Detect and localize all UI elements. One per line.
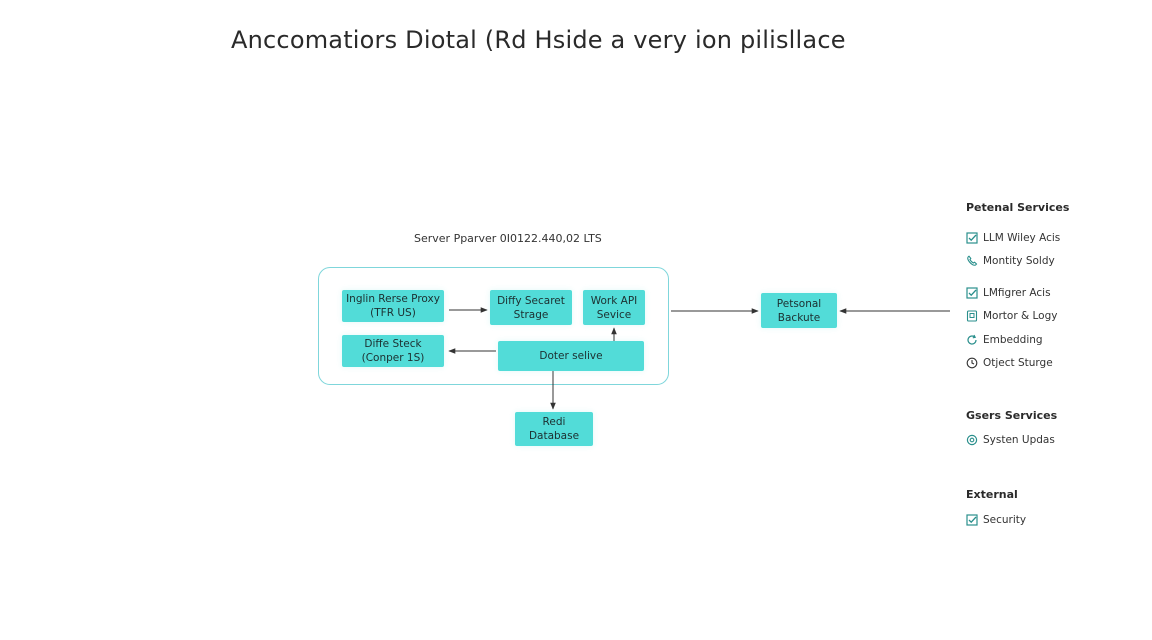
- server-label: Server Pparver 0I0122.440,02 LTS: [414, 232, 602, 245]
- legend-item-label: LLM Wiley Acis: [983, 232, 1061, 244]
- legend-heading-services: Petenal Services: [966, 201, 1070, 214]
- secret-storage-node[interactable]: Diffy Secaret Strage: [490, 290, 572, 325]
- legend-item-monitor-logs[interactable]: Mortor & Logy: [966, 308, 1058, 324]
- document-icon: [966, 310, 978, 322]
- checkbox-icon: [966, 287, 978, 299]
- server-container: [318, 267, 669, 385]
- reverse-proxy-node[interactable]: Inglin Rerse Proxy (TFR US): [342, 290, 444, 322]
- legend-item-llm-figurer[interactable]: LMfigrer Acis: [966, 285, 1051, 301]
- legend-item-label: Embedding: [983, 334, 1043, 346]
- legend-item-label: Security: [983, 514, 1027, 526]
- legend-item-embedding[interactable]: Embedding: [966, 332, 1043, 348]
- personal-backup-node[interactable]: Petsonal Backute: [761, 293, 837, 328]
- refresh-icon: [966, 334, 978, 346]
- legend-item-security[interactable]: Security: [966, 512, 1026, 528]
- legend-item-label: Systen Updas: [983, 434, 1055, 446]
- legend-item-label: Montity Soldy: [983, 255, 1055, 267]
- legend-item-label: Otject Sturge: [983, 357, 1053, 369]
- legend-item-label: LMfigrer Acis: [983, 287, 1051, 299]
- clock-icon: [966, 357, 978, 369]
- docker-service-node[interactable]: Doter selive: [498, 341, 644, 371]
- work-api-node[interactable]: Work API Sevice: [583, 290, 645, 325]
- legend-item-monitoring[interactable]: Montity Soldy: [966, 253, 1055, 269]
- legend-heading-external: External: [966, 488, 1018, 501]
- phone-icon: [966, 255, 978, 267]
- redis-database-node[interactable]: Redi Database: [515, 412, 593, 446]
- legend-item-system-updates[interactable]: Systen Updas: [966, 432, 1055, 448]
- legend-heading-users: Gsers Services: [966, 409, 1058, 422]
- update-icon: [966, 434, 978, 446]
- checkbox-icon: [966, 232, 978, 244]
- legend-item-label: Mortor & Logy: [983, 310, 1058, 322]
- page-title: Anccomatiors Diotal (Rd Hside a very ion…: [231, 26, 846, 54]
- checkbox-icon: [966, 514, 978, 526]
- legend-item-llm-api[interactable]: LLM Wiley Acis: [966, 230, 1060, 246]
- diffe-stack-node[interactable]: Diffe Steck (Conper 1S): [342, 335, 444, 367]
- legend-item-object-storage[interactable]: Otject Sturge: [966, 355, 1053, 371]
